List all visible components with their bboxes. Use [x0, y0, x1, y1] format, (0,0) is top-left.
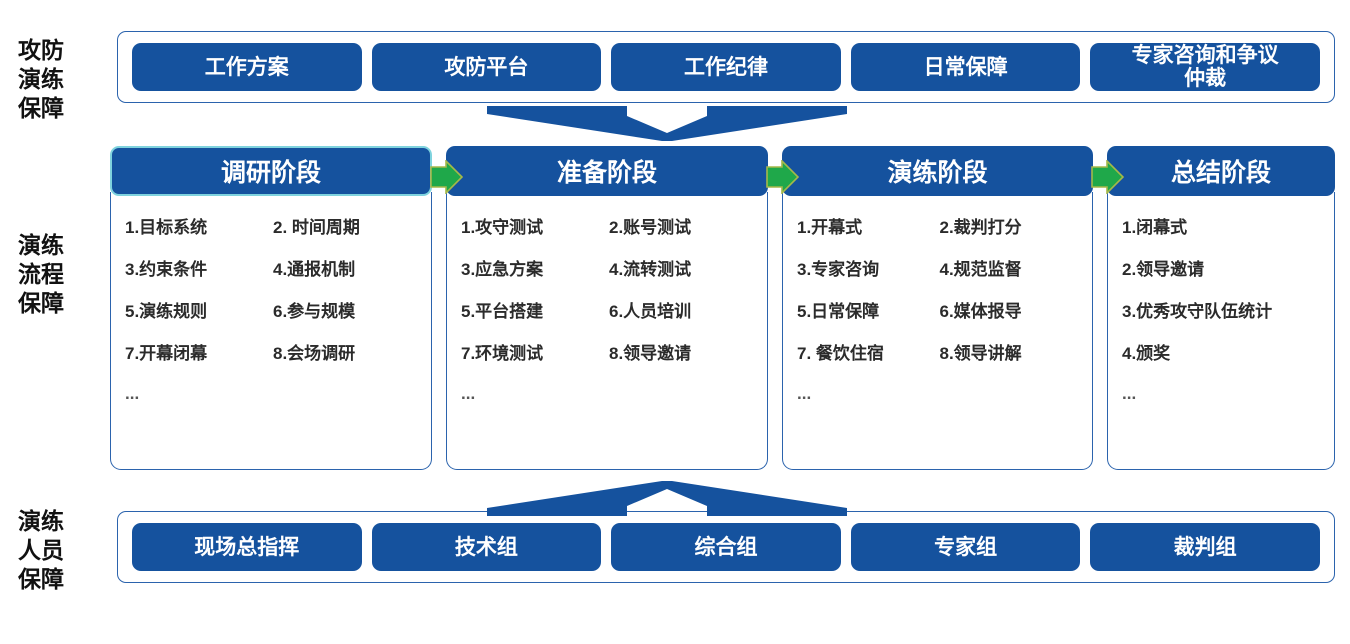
phase-item: 6.参与规模 — [273, 302, 356, 321]
phase-item: 2. 时间周期 — [273, 218, 360, 237]
people-pill-judge-group[interactable]: 裁判组 — [1090, 523, 1320, 571]
phase-item: 3.应急方案 — [461, 260, 544, 279]
phase-item: 4.通报机制 — [273, 260, 356, 279]
phase-item: 1.攻守测试 — [461, 218, 544, 237]
phase-item: 5.日常保障 — [797, 302, 880, 321]
support-pill-expert-arbitration[interactable]: 专家咨询和争议 仲裁 — [1090, 43, 1320, 91]
phase-header-preparation[interactable]: 准备阶段 — [446, 146, 768, 196]
phase-item: 5.平台搭建 — [461, 302, 544, 321]
row-label-people: 演练 人员 保障 — [18, 507, 104, 594]
phase-more-indicator: ... — [461, 384, 476, 403]
up-arrow-connector-icon — [487, 481, 847, 516]
phase-title-exercise: 演练阶段 — [887, 159, 988, 187]
phase-header-summary[interactable]: 总结阶段 — [1107, 146, 1335, 196]
phase-body-exercise: 1.开幕式 2.裁判打分 3.专家咨询 4.规范监督 5.日常保障 6.媒体报导… — [782, 192, 1093, 470]
phase-item: 8.会场调研 — [273, 344, 356, 363]
phase-item-list-preparation: 1.攻守测试 2.账号测试 3.应急方案 4.流转测试 5.平台搭建 6.人员培… — [461, 218, 753, 404]
row-label-people-line-2: 人员 — [18, 537, 64, 563]
down-arrow-connector-icon — [487, 106, 847, 141]
people-pill-expert-group[interactable]: 专家组 — [850, 523, 1081, 571]
row-label-support-line-1: 攻防 — [18, 37, 64, 63]
people-pill-row: 现场总指挥 技术组 综合组 专家组 裁判组 — [118, 512, 1334, 582]
row-label-support: 攻防 演练 保障 — [18, 36, 104, 123]
phase-item: 1.目标系统 — [125, 218, 208, 237]
row-label-process-line-3: 保障 — [18, 290, 64, 316]
phase-item-list-summary: 1.闭幕式 2.领导邀请 3.优秀攻守队伍统计 4.颁奖 ... — [1122, 218, 1320, 404]
people-pill-tech-group[interactable]: 技术组 — [371, 523, 602, 571]
phase-title-research: 调研阶段 — [220, 159, 321, 187]
row-label-support-line-3: 保障 — [18, 95, 64, 121]
phase-item: 7.开幕闭幕 — [125, 344, 208, 363]
row-label-process-line-1: 演练 — [18, 232, 64, 258]
people-panel: 现场总指挥 技术组 综合组 专家组 裁判组 — [117, 511, 1335, 583]
support-pill-row: 工作方案 攻防平台 工作纪律 日常保障 专家咨询和争议 仲裁 — [118, 32, 1334, 102]
phase-item: 7.环境测试 — [461, 344, 544, 363]
phase-more-indicator: ... — [797, 384, 812, 403]
support-pill-discipline[interactable]: 工作纪律 — [611, 43, 841, 91]
phase-column-preparation: 准备阶段 1.攻守测试 2.账号测试 3.应急方案 4.流转测试 5.平台搭建 … — [446, 146, 768, 476]
phase-item: 6.人员培训 — [609, 302, 692, 321]
row-label-support-line-2: 演练 — [18, 66, 64, 92]
support-pill-platform[interactable]: 攻防平台 — [371, 43, 602, 91]
support-pill-daily-support[interactable]: 日常保障 — [850, 43, 1081, 91]
phase-item: 1.闭幕式 — [1122, 218, 1188, 237]
phase-item: 2.裁判打分 — [939, 218, 1022, 237]
phase-item: 2.账号测试 — [609, 218, 692, 237]
phase-body-research: 1.目标系统 2. 时间周期 3.约束条件 4.通报机制 5.演练规则 6.参与… — [110, 192, 432, 470]
phase-item: 3.约束条件 — [125, 260, 208, 279]
phase-more-indicator: ... — [1122, 384, 1137, 403]
phase-item: 6.媒体报导 — [939, 302, 1022, 321]
phase-column-summary: 总结阶段 1.闭幕式 2.领导邀请 3.优秀攻守队伍统计 4.颁奖 ... — [1107, 146, 1335, 476]
phase-item: 1.开幕式 — [797, 218, 863, 237]
green-arrow-right-icon — [766, 160, 799, 194]
phase-item: 3.优秀攻守队伍统计 — [1122, 302, 1273, 321]
phase-title-summary: 总结阶段 — [1170, 159, 1271, 187]
phase-item-list-research: 1.目标系统 2. 时间周期 3.约束条件 4.通报机制 5.演练规则 6.参与… — [125, 218, 417, 404]
row-label-people-line-1: 演练 — [18, 508, 64, 534]
people-pill-general-group[interactable]: 综合组 — [611, 523, 841, 571]
phase-item: 4.颁奖 — [1122, 344, 1171, 363]
row-label-people-line-3: 保障 — [18, 566, 64, 592]
phase-item: 4.流转测试 — [609, 260, 692, 279]
row-label-process: 演练 流程 保障 — [18, 231, 104, 318]
phase-more-indicator: ... — [125, 384, 140, 403]
phase-item: 8.领导邀请 — [609, 344, 692, 363]
phase-item: 5.演练规则 — [125, 302, 208, 321]
phase-body-summary: 1.闭幕式 2.领导邀请 3.优秀攻守队伍统计 4.颁奖 ... — [1107, 192, 1335, 470]
support-panel: 工作方案 攻防平台 工作纪律 日常保障 专家咨询和争议 仲裁 — [117, 31, 1335, 103]
phase-column-research: 调研阶段 1.目标系统 2. 时间周期 3.约束条件 4.通报机制 5.演练规则… — [110, 146, 432, 476]
phase-item: 8.领导讲解 — [939, 344, 1022, 363]
green-arrow-right-icon — [430, 160, 463, 194]
row-label-process-line-2: 流程 — [18, 261, 64, 287]
people-pill-commander[interactable]: 现场总指挥 — [132, 523, 362, 571]
phase-item: 2.领导邀请 — [1122, 260, 1205, 279]
phase-header-exercise[interactable]: 演练阶段 — [782, 146, 1093, 196]
green-arrow-right-icon — [1091, 160, 1124, 194]
phase-item: 7. 餐饮住宿 — [797, 344, 884, 363]
support-pill-work-plan[interactable]: 工作方案 — [132, 43, 362, 91]
phase-item: 3.专家咨询 — [797, 260, 880, 279]
phase-body-preparation: 1.攻守测试 2.账号测试 3.应急方案 4.流转测试 5.平台搭建 6.人员培… — [446, 192, 768, 470]
phase-column-exercise: 演练阶段 1.开幕式 2.裁判打分 3.专家咨询 4.规范监督 5.日常保障 6… — [782, 146, 1093, 476]
phase-header-research[interactable]: 调研阶段 — [110, 146, 432, 196]
phase-title-preparation: 准备阶段 — [556, 159, 657, 187]
phase-item: 4.规范监督 — [939, 260, 1022, 279]
phase-item-list-exercise: 1.开幕式 2.裁判打分 3.专家咨询 4.规范监督 5.日常保障 6.媒体报导… — [797, 218, 1078, 404]
